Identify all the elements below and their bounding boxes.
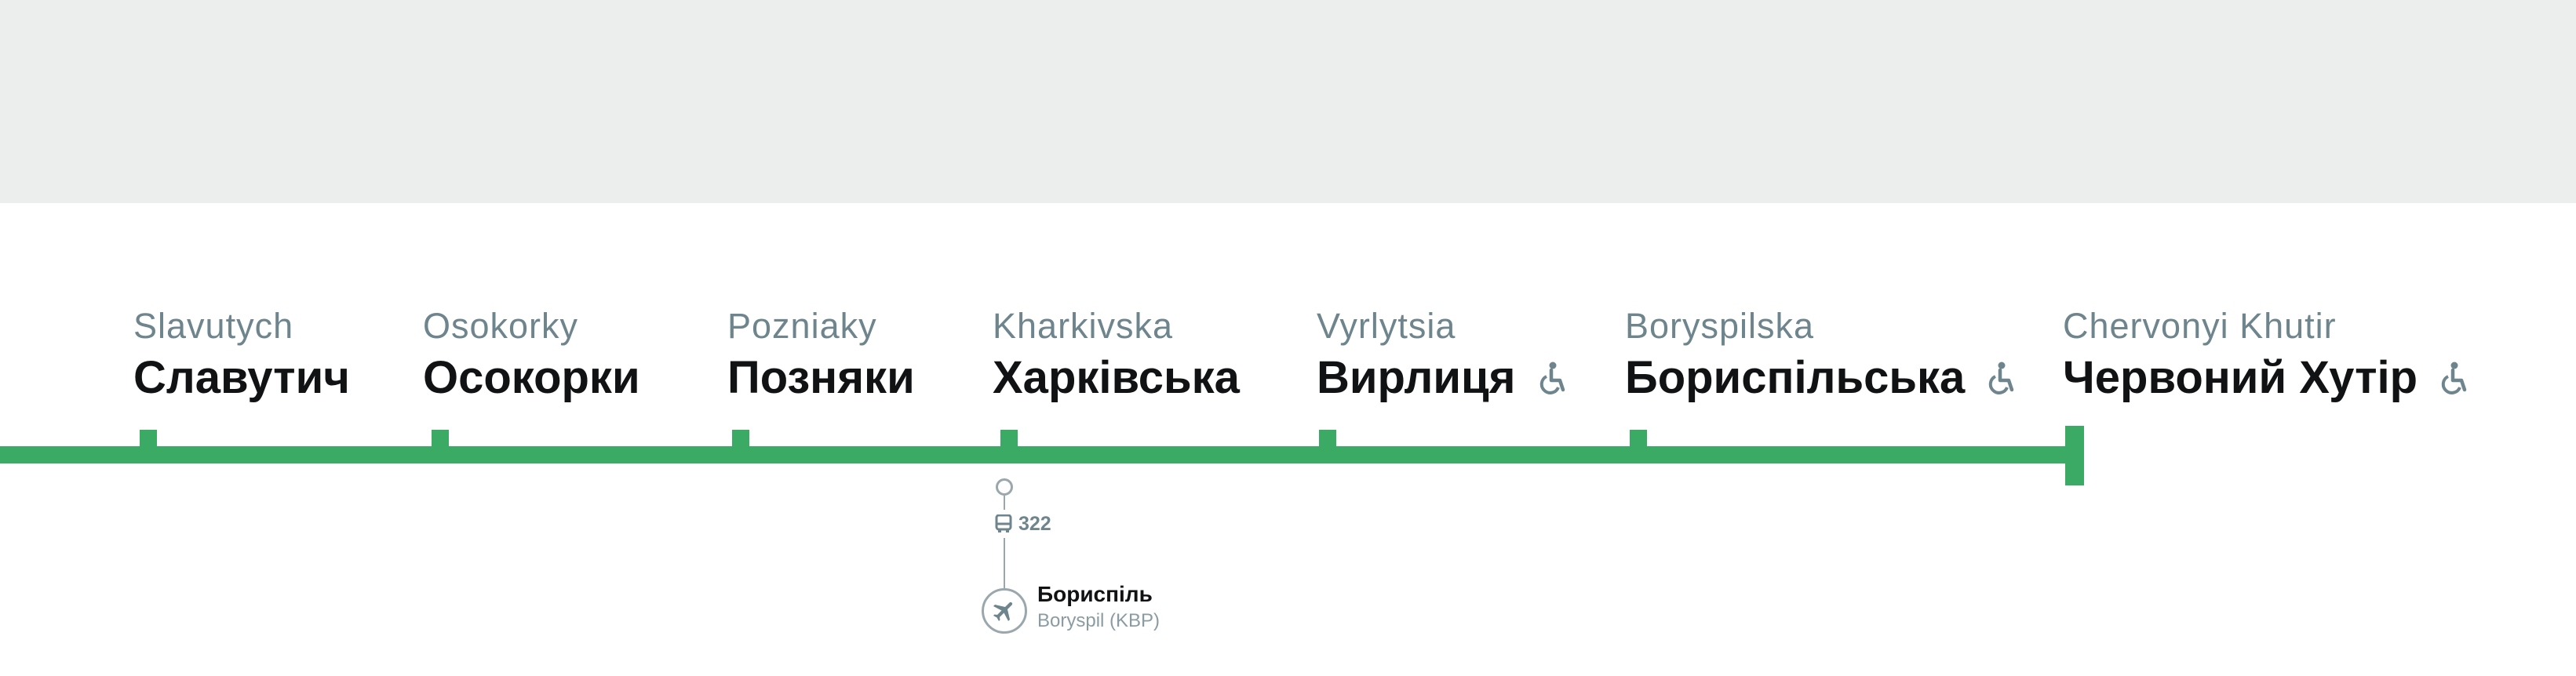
station-kharkivska[interactable]: Kharkivska Харківська xyxy=(993,303,1240,406)
station-latin-name: Slavutych xyxy=(133,306,294,346)
station-tick xyxy=(1630,430,1647,449)
bus-icon xyxy=(995,514,1012,532)
station-latin-name: Pozniaky xyxy=(727,306,877,346)
station-name-row: Вирлиця xyxy=(1317,350,1566,406)
station-osokorky[interactable]: Osokorky Осокорки xyxy=(423,303,640,406)
station-tick xyxy=(732,430,749,449)
wheelchair-icon xyxy=(2442,362,2467,394)
station-tick xyxy=(1000,430,1018,449)
station-chervonyi-khutir[interactable]: Chervonyi Khutir Червоний Хутір xyxy=(2063,303,2468,406)
header-band xyxy=(0,0,2576,203)
station-name-row: Бориспільська xyxy=(1625,350,2015,406)
station-boryspilska[interactable]: Boryspilska Бориспільська xyxy=(1625,303,2015,406)
station-name-row: Червоний Хутір xyxy=(2063,350,2468,406)
wheelchair-icon xyxy=(1989,362,2014,394)
station-latin-name: Vyrlytsia xyxy=(1317,306,1456,346)
transfer-connector xyxy=(1004,496,1005,588)
station-latin-name: Chervonyi Khutir xyxy=(2063,306,2337,346)
airport-name: Бориспіль xyxy=(1037,582,1153,606)
station-vyrlytsia[interactable]: Vyrlytsia Вирлиця xyxy=(1317,303,1566,406)
station-name: Харківська xyxy=(993,352,1240,403)
station-tick xyxy=(1319,430,1336,449)
station-latin-name: Boryspilska xyxy=(1625,306,1815,346)
station-latin-name: Osokorky xyxy=(423,306,579,346)
station-name: Червоний Хутір xyxy=(2063,352,2418,403)
station-name: Славутич xyxy=(133,352,350,403)
station-tick xyxy=(140,430,157,449)
transfer-stop-marker xyxy=(996,478,1013,496)
line-terminus xyxy=(2065,426,2084,485)
station-latin-name: Kharkivska xyxy=(993,306,1174,346)
bus-transfer[interactable]: 322 xyxy=(990,510,1056,538)
airplane-icon xyxy=(993,601,1013,622)
airport-marker[interactable] xyxy=(982,588,1027,634)
airport-latin-name: Boryspil (KBP) xyxy=(1037,610,1160,631)
wheelchair-icon xyxy=(1539,362,1565,394)
station-tick xyxy=(432,430,449,449)
station-slavutych[interactable]: Slavutych Славутич xyxy=(133,303,350,406)
station-name: Позняки xyxy=(727,352,915,403)
bus-route-number: 322 xyxy=(1018,512,1051,535)
metro-line xyxy=(0,446,2065,463)
station-name: Осокорки xyxy=(423,352,640,403)
station-pozniaky[interactable]: Pozniaky Позняки xyxy=(727,303,915,406)
station-name: Вирлиця xyxy=(1317,352,1516,403)
station-name: Бориспільська xyxy=(1625,352,1966,403)
